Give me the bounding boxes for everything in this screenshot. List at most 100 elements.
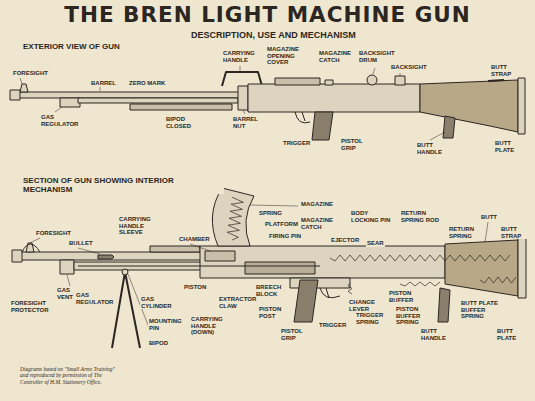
- part-label: BULLET: [68, 240, 94, 247]
- butt-plate: [518, 238, 526, 298]
- section-heading: SECTION OF GUN SHOWING INTERIOR MECHANIS…: [22, 176, 224, 194]
- part-label: TRIGGER: [282, 140, 311, 147]
- part-label: BUTT HANDLE: [416, 142, 448, 155]
- chamber: [205, 251, 235, 261]
- butt-handle: [438, 288, 450, 322]
- return-spring: [330, 255, 510, 261]
- part-label: BUTT STRAP: [490, 64, 522, 77]
- magazine: [212, 188, 254, 246]
- barrel-section: [20, 252, 210, 260]
- part-label: RETURN SPRING: [448, 226, 485, 239]
- part-label: SPRING: [258, 210, 283, 217]
- part-label: BACKSIGHT: [390, 64, 428, 71]
- butt-handle: [443, 116, 455, 138]
- section-heading: EXTERIOR VIEW OF GUN: [22, 42, 121, 51]
- part-label: BIPOD: [148, 340, 169, 347]
- magazine-cover: [275, 78, 320, 85]
- part-label: MAGAZINE: [300, 201, 334, 208]
- mounting-pin: [122, 269, 128, 275]
- flash-hider: [10, 90, 20, 100]
- part-label: BIPOD CLOSED: [165, 116, 197, 129]
- part-label: PISTON BUFFER: [388, 290, 420, 303]
- part-label: FIRING PIN: [268, 233, 302, 240]
- backsight-drum: [367, 75, 377, 85]
- part-label: MAGAZINE CATCH: [318, 50, 355, 63]
- butt: [420, 80, 518, 132]
- receiver: [248, 84, 420, 112]
- bipod-closed: [130, 104, 232, 110]
- part-label: PISTON: [183, 284, 207, 291]
- part-label: BARREL: [90, 80, 117, 87]
- part-label: BUTT HANDLE: [420, 328, 452, 341]
- part-label: PLATFORM: [264, 221, 299, 228]
- part-label: BARREL NUT: [232, 116, 264, 129]
- trigger-guard: [295, 112, 310, 123]
- magazine-catch: [325, 80, 333, 85]
- title: THE BREN LIGHT MACHINE GUN: [0, 3, 535, 27]
- part-label: BUTT STRAP: [500, 226, 527, 239]
- foresight: [20, 84, 28, 92]
- piston: [78, 266, 320, 267]
- part-label: BODY LOCKING PIN: [350, 210, 394, 223]
- magazine-spring: [227, 197, 243, 240]
- bullet: [98, 255, 114, 259]
- part-label: CHAMBER: [178, 236, 211, 243]
- part-label: PISTON BUFFER SPRING: [395, 306, 437, 326]
- part-label: GAS REGULATOR: [40, 114, 82, 127]
- part-label: TRIGGER: [318, 322, 347, 329]
- part-label: SEAR: [366, 240, 385, 247]
- part-label: CARRYING HANDLE: [222, 50, 264, 63]
- butt-strap: [488, 80, 504, 81]
- part-label: PISTON POST: [258, 306, 290, 319]
- gas-cylinder: [78, 98, 238, 103]
- trigger-spring: [348, 283, 352, 294]
- part-label: MOUNTING PIN: [148, 318, 185, 331]
- piston-buffer-spring: [400, 282, 440, 286]
- part-label: GAS REGULATOR: [75, 292, 117, 305]
- part-label: MAGAZINE CATCH: [300, 217, 337, 230]
- part-label: GAS CYLINDER: [140, 296, 177, 309]
- part-label: CARRYING HANDLE SLEEVE: [118, 216, 165, 236]
- subtitle: DESCRIPTION, USE AND MECHANISM: [190, 31, 357, 41]
- part-label: ZERO MARK: [128, 80, 166, 87]
- leader-lines: [20, 66, 488, 330]
- trigger-guard: [320, 288, 340, 298]
- part-label: PISTOL GRIP: [340, 138, 372, 151]
- barrel-nut: [238, 86, 248, 110]
- part-label: BREECH BLOCK: [255, 284, 287, 297]
- gas-regulator: [60, 98, 80, 107]
- barrel: [15, 92, 240, 98]
- flash-hider: [12, 250, 22, 262]
- part-label: TRIGGER SPRING: [355, 312, 392, 325]
- bipod-legs: [112, 272, 140, 348]
- part-label: MAGAZINE OPENING COVER: [266, 46, 313, 66]
- foresight-protector: [22, 244, 40, 252]
- part-label: FORESIGHT PROTECTOR: [10, 300, 57, 313]
- part-label: FORESIGHT: [12, 70, 49, 77]
- carrying-handle-sleeve: [150, 246, 200, 252]
- part-label: BUTT PLATE: [494, 140, 524, 153]
- part-label: PISTOL GRIP: [280, 328, 312, 341]
- part-label: EJECTOR: [330, 237, 360, 244]
- part-label: CARRYING HANDLE (DOWN): [190, 316, 240, 336]
- trigger: [326, 288, 329, 298]
- part-label: BACKSIGHT DRUM: [358, 50, 400, 63]
- part-label: BUTT PLATE: [496, 328, 526, 341]
- pistol-grip: [312, 112, 333, 140]
- backsight: [395, 76, 405, 85]
- pistol-grip: [294, 280, 318, 322]
- part-label: RETURN SPRING ROD: [400, 210, 442, 223]
- part-label: EXTRACTOR CLAW: [218, 296, 255, 309]
- part-label: BUTT: [480, 214, 498, 221]
- butt-plate-buffer-spring: [480, 277, 516, 283]
- caption: Diagrams based on "Small Arms Training" …: [20, 366, 118, 385]
- gas-regulator: [60, 260, 74, 274]
- butt-plate: [518, 78, 525, 134]
- part-label: CHANGE LEVER: [348, 299, 380, 312]
- part-label: FORESIGHT: [35, 230, 72, 237]
- part-label: BUTT PLATE BUFFER SPRING: [460, 300, 507, 320]
- butt: [445, 240, 518, 296]
- receiver: [200, 246, 445, 278]
- trigger: [302, 112, 305, 121]
- breech-block: [245, 262, 315, 274]
